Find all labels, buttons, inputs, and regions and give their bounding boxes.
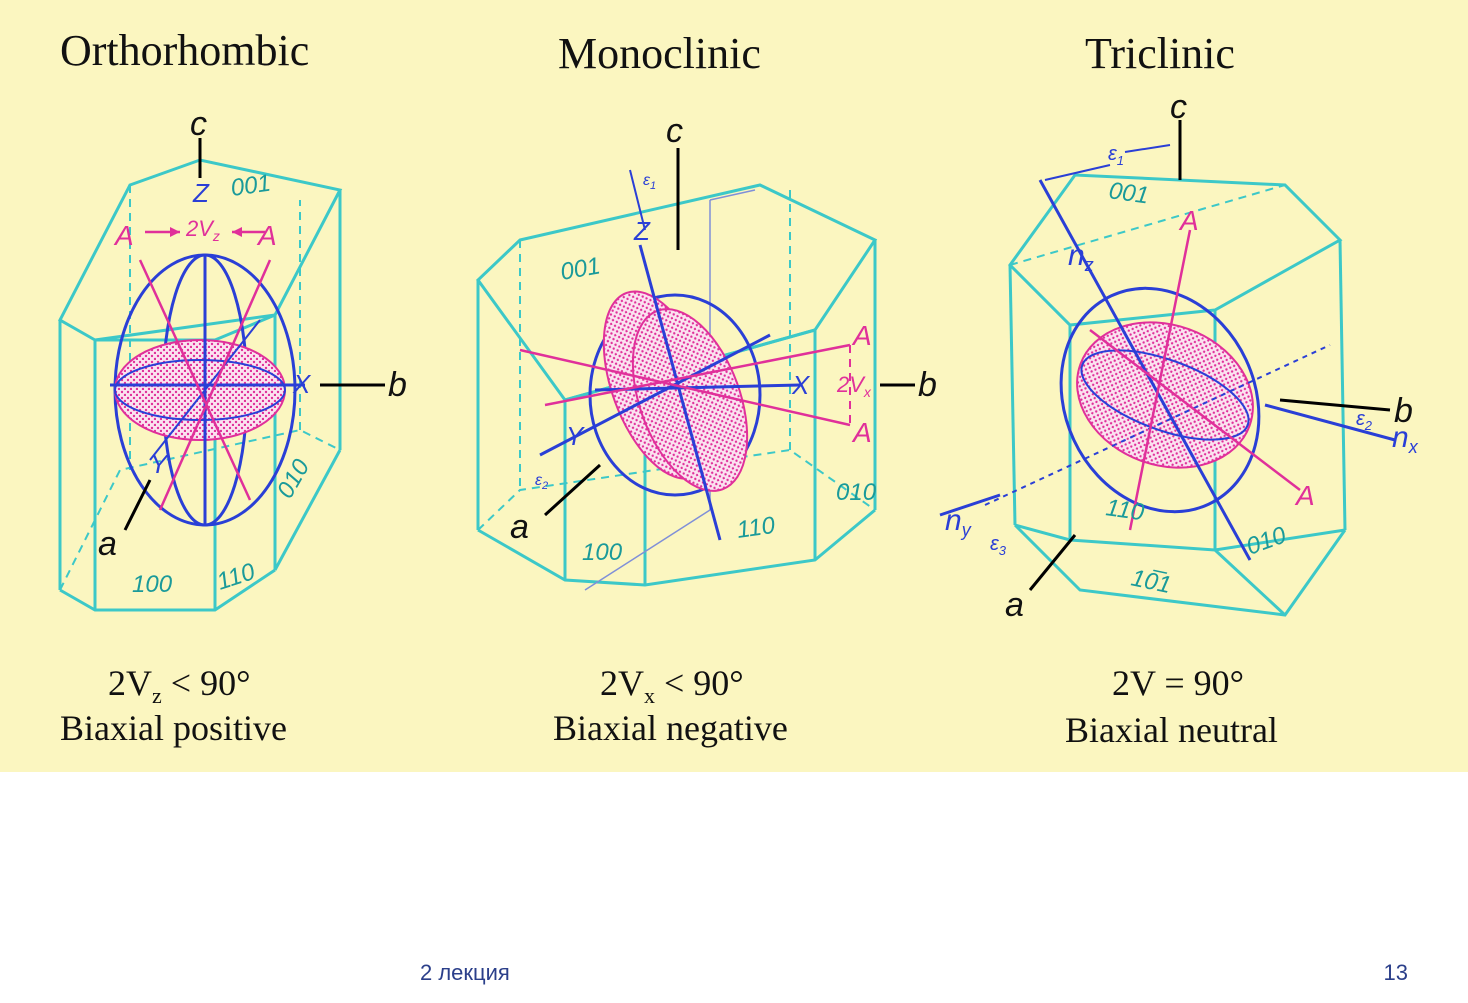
epsilon-1-label: ε1: [1108, 143, 1124, 168]
panel-title: Orthorhombic: [60, 26, 309, 75]
face-110-label: 110: [735, 512, 777, 544]
epsilon-2-label: ε2: [535, 472, 548, 492]
optic-angle-formula: 2Vz < 90°: [108, 663, 250, 708]
crystal-outline: [58, 158, 343, 612]
axis-c-label: c: [1170, 88, 1187, 126]
indicatrix: [519, 244, 851, 541]
optic-angle-formula: 2Vx < 90°: [600, 663, 744, 708]
optic-nz-label: nz: [1068, 239, 1094, 275]
panel-monoclinic: Monoclinic: [476, 29, 937, 748]
panel-orthorhombic: Orthorhombic: [58, 26, 407, 748]
axis-b-label: b: [918, 366, 937, 404]
face-001-label: 001: [558, 252, 602, 286]
axis-c-label: c: [666, 112, 683, 150]
optic-axis-top-label: A: [1178, 205, 1199, 236]
optic-sign-caption: Biaxial neutral: [1065, 710, 1278, 750]
optic-y-label: Y: [566, 421, 585, 451]
axis-a-label: a: [510, 508, 529, 546]
indicatrix: [939, 144, 1396, 561]
optic-y-label: Y: [150, 449, 169, 479]
panel-triclinic: Triclinic c b: [939, 29, 1419, 750]
optical-indicatrix-diagram: Orthorhombic: [58, 26, 1419, 750]
axis-b-label: b: [1394, 392, 1413, 430]
axis-c-label: c: [190, 105, 207, 143]
panel-title: Monoclinic: [558, 29, 761, 78]
optic-angle-label: 2Vx: [836, 372, 872, 400]
axis-b-label: b: [388, 366, 407, 404]
footer-lecture-label: 2 лекция: [420, 960, 510, 985]
epsilon-1-label: ε1: [643, 172, 656, 192]
optic-ny-label: ny: [945, 504, 972, 540]
optic-angle-label: 2Vz: [185, 216, 220, 244]
face-110-label: 110: [1104, 494, 1146, 526]
optic-axis-bottom-label: A: [851, 417, 872, 448]
optic-x-label: X: [292, 369, 312, 399]
face-001-label: 001: [1107, 177, 1150, 209]
axis-a-label: a: [98, 525, 117, 563]
epsilon-2-label: ε2: [1356, 408, 1373, 433]
face-100-label: 100: [132, 571, 173, 598]
face-010-label: 010: [272, 454, 316, 503]
optic-axis-bottom-label: A: [1294, 480, 1315, 511]
optic-sign-caption: Biaxial positive: [60, 708, 287, 748]
optic-x-label: X: [791, 370, 811, 400]
indicatrix: [110, 227, 305, 527]
optic-z-label: Z: [192, 178, 210, 208]
face-001-label: 001: [229, 170, 272, 202]
panel-title: Triclinic: [1085, 29, 1235, 78]
face-100-label: 100: [582, 539, 623, 566]
optic-axis-top-label: A: [851, 320, 872, 351]
face-110-label: 110: [214, 558, 259, 596]
face-10-1-label: 10̅1: [1129, 564, 1174, 599]
optic-axis-left-label: A: [113, 220, 134, 251]
epsilon-3-label: ε3: [990, 533, 1007, 558]
optic-angle-formula: 2V = 90°: [1112, 663, 1244, 703]
optic-axis-right-label: A: [256, 220, 277, 251]
face-010-label: 010: [836, 479, 877, 506]
optic-z-label: Z: [633, 216, 651, 246]
figure-panel: Orthorhombic: [0, 0, 1468, 772]
face-010-label: 010: [1243, 521, 1290, 560]
axis-a-label: a: [1005, 586, 1024, 624]
optic-sign-caption: Biaxial negative: [553, 708, 788, 748]
optic-nx-label: nx: [1392, 421, 1419, 457]
page-number: 13: [1383, 960, 1408, 985]
